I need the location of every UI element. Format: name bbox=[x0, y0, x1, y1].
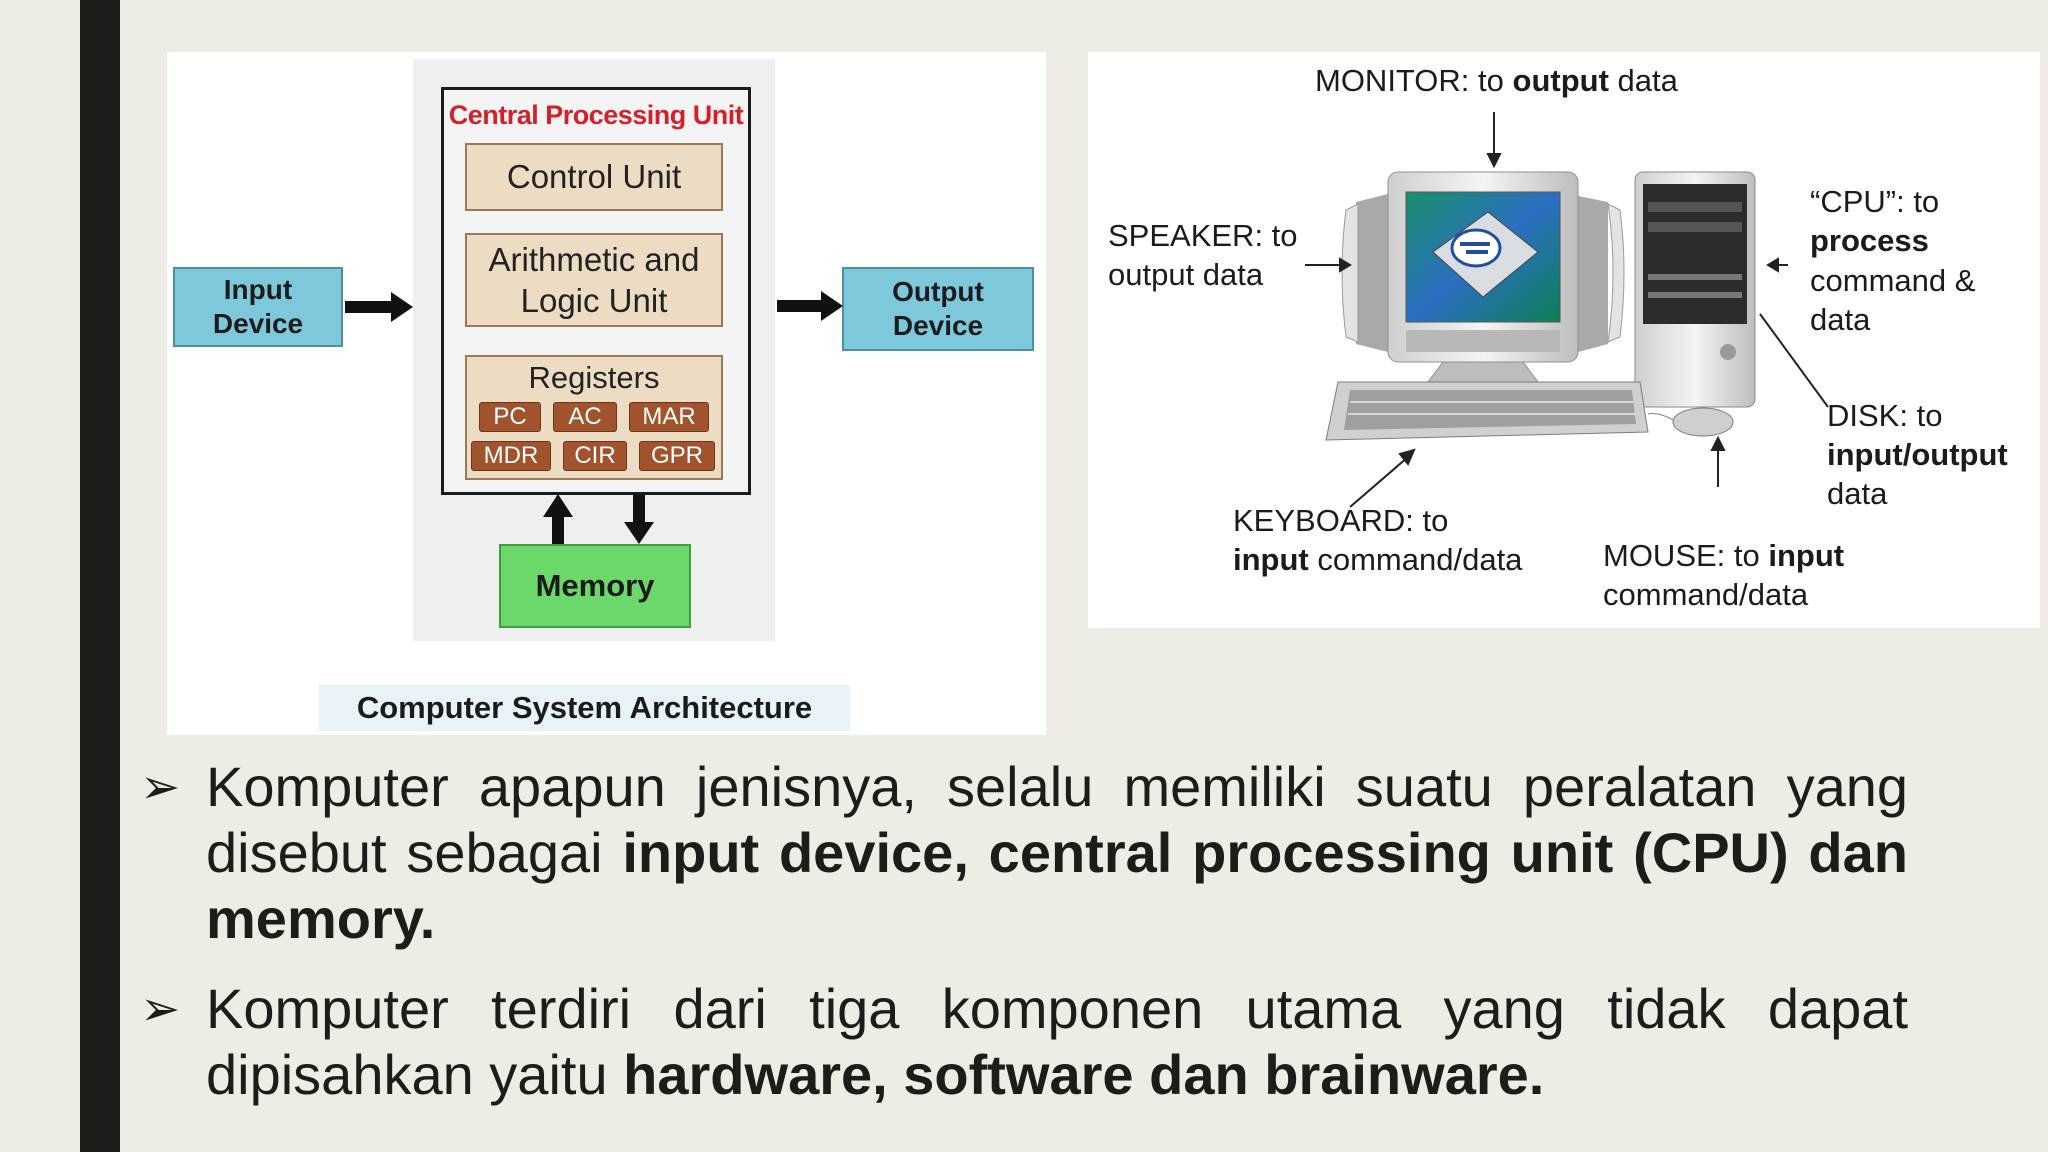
disk-label-line2: input/output bbox=[1827, 436, 2008, 472]
bullet-1-text: Komputer apapun jenisnya, selalu memilik… bbox=[206, 755, 1908, 885]
speaker-label-line2: output data bbox=[1108, 256, 1264, 292]
output-device-line1: Output bbox=[892, 276, 984, 308]
right-speaker-icon bbox=[1578, 196, 1625, 352]
arrow-bullet-icon: ➢ bbox=[140, 983, 181, 1037]
register-gpr: GPR bbox=[639, 441, 715, 471]
bullet-1-bold-text: input device, central processing unit (C… bbox=[206, 821, 1908, 951]
keyboard-label-line2b: command/data bbox=[1308, 541, 1523, 577]
disk-label-line3: data bbox=[1827, 475, 1888, 511]
monitor-label-b: to bbox=[1469, 63, 1513, 98]
cpu-label: “CPU”: to process command & data bbox=[1810, 182, 1975, 339]
alu-label-line2: Logic Unit bbox=[520, 282, 668, 319]
architecture-arrows bbox=[345, 291, 843, 544]
output-device-line2: Device bbox=[892, 310, 984, 341]
slide-side-bar bbox=[80, 0, 120, 1152]
register-ac: AC bbox=[553, 402, 617, 432]
keyboard-label-line2a: input bbox=[1233, 541, 1309, 577]
monitor-label-a: MONITOR: bbox=[1315, 63, 1470, 98]
speaker-label: SPEAKER: to output data bbox=[1108, 217, 1298, 295]
arrow-cpu-to-memory-icon bbox=[624, 495, 654, 544]
keyboard-label: KEYBOARD: to input command/data bbox=[1233, 502, 1522, 580]
mouse-label: MOUSE: to input command/data bbox=[1603, 537, 1844, 615]
cpu-box: Central Processing Unit Control Unit Ari… bbox=[441, 87, 751, 495]
mouse-label-line2: command/data bbox=[1603, 576, 1809, 612]
cpu-tower-icon bbox=[1634, 171, 1756, 408]
bullet-2-text: Komputer terdiri dari tiga komponen utam… bbox=[206, 977, 1908, 1107]
speaker-label-line1: SPEAKER: to bbox=[1108, 218, 1298, 253]
arrow-input-to-cpu-icon bbox=[345, 292, 413, 322]
monitor-label-d: data bbox=[1608, 63, 1678, 98]
output-device-box: Output Device bbox=[842, 267, 1034, 351]
mouse-icon bbox=[1647, 407, 1734, 437]
alu-label-line1: Arithmetic and bbox=[488, 240, 700, 278]
control-unit-box: Control Unit bbox=[465, 143, 723, 211]
disk-label-line1: DISK: to bbox=[1827, 398, 1943, 433]
register-pc: PC bbox=[479, 402, 541, 432]
bullet-list: ➢ Komputer apapun jenisnya, selalu memil… bbox=[140, 754, 1908, 1132]
monitor-label-c: output bbox=[1512, 63, 1609, 98]
keyboard-icon bbox=[1325, 381, 1649, 441]
memory-label: Memory bbox=[535, 568, 655, 603]
cpu-label-line2: process bbox=[1810, 223, 1929, 259]
register-mar: MAR bbox=[629, 402, 709, 432]
bullet-item-1: ➢ Komputer apapun jenisnya, selalu memil… bbox=[140, 754, 1908, 952]
arrow-cpu-to-output-icon bbox=[777, 291, 843, 321]
pc-illustration bbox=[1305, 112, 1829, 508]
left-speaker-icon bbox=[1341, 194, 1388, 352]
leader-lines bbox=[1305, 112, 1829, 508]
cpu-label-line4: data bbox=[1810, 302, 1871, 338]
pc-components-picture: MONITOR: to output data SPEAKER: to outp… bbox=[1088, 52, 2040, 628]
cpu-label-line1: “CPU”: to bbox=[1810, 184, 1940, 219]
memory-box: Memory bbox=[499, 544, 691, 628]
keyboard-label-line1: KEYBOARD: to bbox=[1233, 503, 1449, 538]
input-device-line1: Input bbox=[223, 274, 293, 306]
mouse-label-line1b: input bbox=[1768, 538, 1845, 573]
input-device-line2: Device bbox=[212, 308, 304, 339]
bullet-2-bold-text: hardware, software dan brainware. bbox=[623, 1043, 1545, 1107]
monitor-label: MONITOR: to output data bbox=[1315, 62, 1678, 101]
architecture-diagram: Central Processing Unit Control Unit Ari… bbox=[167, 52, 1046, 735]
control-unit-label: Control Unit bbox=[506, 158, 682, 196]
register-mdr: MDR bbox=[471, 441, 551, 471]
arrow-memory-to-cpu-icon bbox=[543, 494, 573, 544]
mouse-label-line1a: MOUSE: to bbox=[1603, 538, 1769, 573]
disk-label: DISK: to input/output data bbox=[1827, 397, 2008, 513]
registers-title: Registers bbox=[528, 360, 660, 395]
monitor-icon bbox=[1387, 171, 1579, 383]
arrow-bullet-icon: ➢ bbox=[140, 761, 181, 814]
cpu-title: Central Processing Unit bbox=[448, 100, 744, 130]
architecture-caption-text: Computer System Architecture bbox=[356, 690, 813, 725]
bullet-item-2: ➢ Komputer terdiri dari tiga komponen ut… bbox=[140, 976, 1908, 1108]
input-device-box: Input Device bbox=[173, 267, 343, 347]
alu-box: Arithmetic and Logic Unit bbox=[465, 233, 723, 327]
intel-chip-icon bbox=[1432, 211, 1539, 298]
cpu-label-line3: command & bbox=[1810, 262, 1976, 298]
architecture-caption: Computer System Architecture bbox=[319, 685, 850, 731]
register-cir: CIR bbox=[563, 441, 627, 471]
registers-box: Registers PC AC MAR MDR CIR GPR bbox=[465, 355, 723, 480]
